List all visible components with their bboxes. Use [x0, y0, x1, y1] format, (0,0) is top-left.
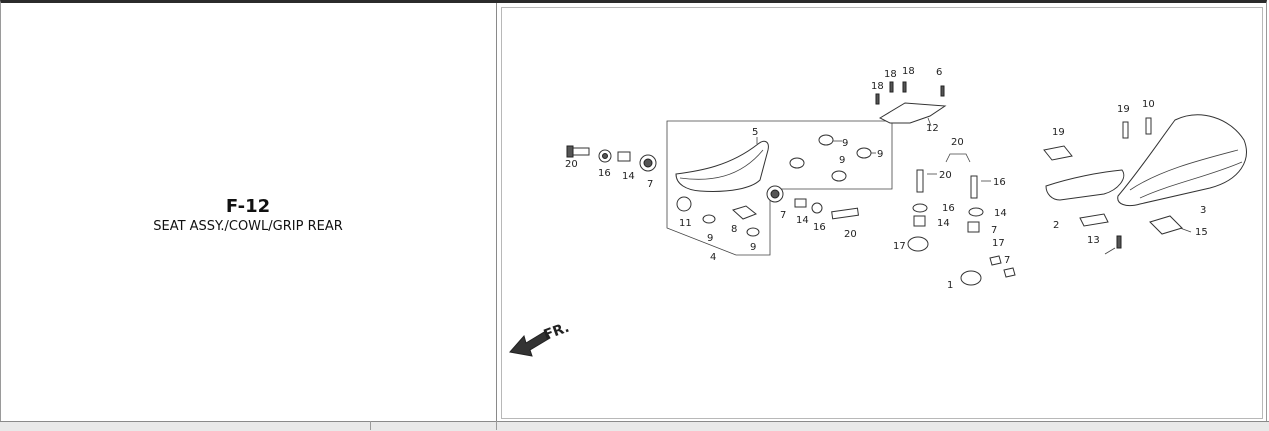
screw-part — [902, 81, 907, 93]
damper-part — [676, 196, 692, 212]
callout-number: 9 — [750, 242, 756, 253]
screw-part — [940, 85, 945, 97]
callout-number: 7 — [647, 179, 653, 190]
callout-number: 15 — [1195, 227, 1208, 238]
seat-group-outline — [666, 120, 893, 256]
diagram-code: F-12 — [225, 196, 271, 217]
next-row-strip — [0, 421, 1269, 431]
callout-number: 3 — [1200, 205, 1206, 216]
seat-part — [675, 140, 769, 192]
collar-part — [913, 215, 926, 227]
callout-number: 1 — [947, 280, 953, 291]
rubber-part — [746, 227, 760, 237]
callout-number: 17 — [992, 238, 1005, 249]
cell-divider — [496, 3, 497, 421]
bracket-part — [878, 102, 947, 124]
callout-number: 9 — [707, 233, 713, 244]
rubber-part — [818, 134, 834, 146]
diagram-title: SEAT ASSY./COWL/GRIP REAR — [153, 219, 343, 234]
callout-number: 20 — [844, 229, 857, 240]
callout-number: 16 — [598, 168, 611, 179]
callout-number: 18 — [902, 66, 915, 77]
callout-number: 14 — [937, 218, 950, 229]
bolt-part — [970, 175, 978, 199]
cowl-detail-line — [1139, 161, 1243, 199]
rear-cowl-part — [1117, 114, 1247, 207]
leader-line — [1104, 247, 1116, 255]
washer-hole-part — [602, 153, 608, 159]
callout-number: 9 — [842, 138, 848, 149]
grommet-part — [907, 236, 929, 252]
side-cover-part — [1045, 169, 1125, 201]
bolt-part — [916, 169, 924, 193]
leader-line — [1179, 227, 1192, 233]
callout-number: 2 — [1053, 220, 1059, 231]
washer-part — [811, 202, 823, 214]
bolt-part — [831, 207, 859, 220]
callout-number: 14 — [994, 208, 1007, 219]
leader-line — [927, 117, 932, 127]
bracket-part — [1043, 145, 1073, 161]
rubber-part — [856, 147, 872, 159]
rubber-part — [702, 214, 716, 224]
callout-number: 5 — [752, 127, 758, 138]
strip-separator — [370, 421, 371, 430]
callout-number: 18 — [884, 69, 897, 80]
screw-part — [889, 81, 894, 93]
callout-number: 16 — [942, 203, 955, 214]
seat-stitch-line — [679, 149, 764, 180]
rubber-part — [831, 170, 847, 182]
callout-number: 7 — [991, 225, 997, 236]
callout-number: 7 — [780, 210, 786, 221]
bolt-part — [1122, 121, 1129, 139]
callout-number: 9 — [839, 155, 845, 166]
collar-part — [617, 151, 631, 162]
callout-number: 14 — [796, 215, 809, 226]
screw-part — [1116, 235, 1122, 249]
screw-part — [875, 93, 880, 105]
washer-part — [912, 203, 928, 213]
strip-separator — [496, 421, 497, 430]
bolt-head-part — [566, 145, 574, 158]
callout-number: 20 — [939, 170, 952, 181]
callout-number: 12 — [926, 123, 939, 134]
bolt-part — [1145, 117, 1152, 135]
callout-number: 4 — [710, 252, 716, 263]
callout-number: 8 — [731, 224, 737, 235]
callout-number: 10 — [1142, 99, 1155, 110]
grommet-hole-part — [643, 158, 653, 168]
clip-part — [989, 255, 1002, 266]
callout-number: 9 — [877, 149, 883, 160]
front-direction-label: FR. — [542, 320, 572, 344]
callout-number: 16 — [813, 222, 826, 233]
rubber-part — [789, 157, 805, 169]
callout-number: 19 — [1117, 104, 1130, 115]
grommet-part — [960, 270, 982, 286]
stay-part — [1079, 213, 1109, 227]
clip-part — [1003, 267, 1016, 278]
callout-number: 16 — [993, 177, 1006, 188]
callout-number: 19 — [1052, 127, 1065, 138]
callout-number: 6 — [936, 67, 942, 78]
clip-part — [945, 153, 971, 163]
stay-part — [1149, 215, 1183, 235]
collar-part — [967, 221, 980, 233]
callout-number: 17 — [893, 241, 906, 252]
bracket-part — [732, 205, 757, 220]
callout-number: 14 — [622, 171, 635, 182]
washer-part — [968, 207, 984, 217]
callout-number: 13 — [1087, 235, 1100, 246]
grommet-hole-part — [770, 189, 780, 199]
diagram-image-border — [501, 7, 1263, 419]
callout-number: 20 — [565, 159, 578, 170]
collar-part — [794, 198, 807, 208]
callout-number: 11 — [679, 218, 692, 229]
cowl-detail-line — [1129, 149, 1239, 191]
callout-number: 20 — [951, 137, 964, 148]
callout-number: 18 — [871, 81, 884, 92]
callout-number: 7 — [1004, 255, 1010, 266]
front-direction-arrow-icon — [509, 330, 551, 357]
